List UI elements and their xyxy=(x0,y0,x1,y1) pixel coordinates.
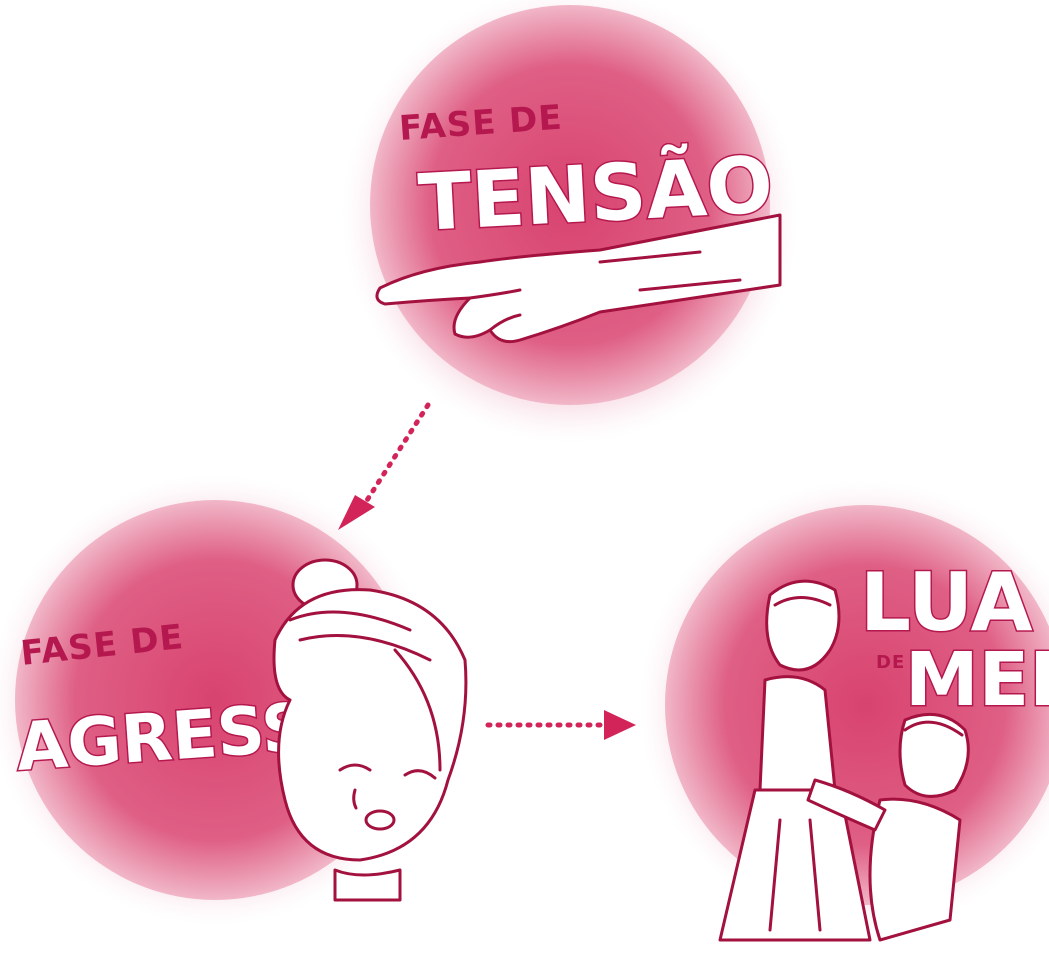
phase-honeymoon: LUA DE MEL xyxy=(640,480,1049,942)
arrow-aggression-to-honeymoon xyxy=(485,710,636,740)
kneeling-man-woman-icon xyxy=(718,579,970,942)
phase-tension: FASE DE TENSÃO xyxy=(342,0,798,443)
honeymoon-label-small: DE xyxy=(876,652,905,673)
phase-aggression: FASE DE AGRESSÃO xyxy=(0,475,468,925)
honeymoon-label-top: LUA xyxy=(860,556,1033,649)
crying-woman-icon xyxy=(272,558,468,902)
arrow-tension-to-aggression xyxy=(338,402,431,530)
honeymoon-label-bottom: MEL xyxy=(905,637,1049,723)
pointing-hand-icon xyxy=(375,213,782,344)
